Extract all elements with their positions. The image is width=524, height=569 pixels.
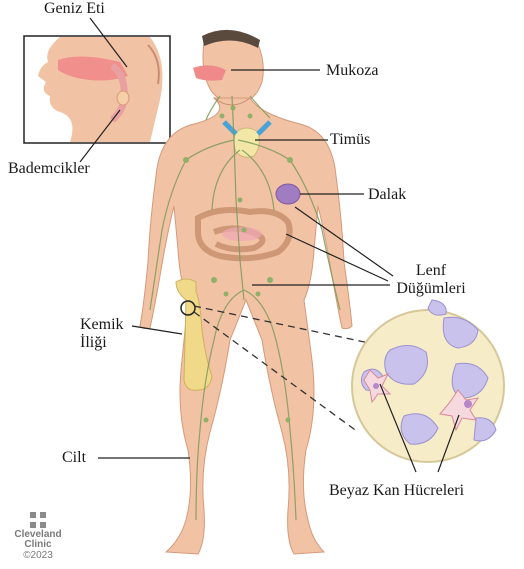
spleen bbox=[276, 184, 300, 204]
body-torso bbox=[140, 98, 352, 554]
label-skin: Cilt bbox=[62, 449, 86, 467]
cleveland-clinic-icon bbox=[30, 512, 46, 528]
head-inset bbox=[24, 36, 170, 143]
logo-copyright: ©2023 bbox=[10, 550, 66, 562]
label-tonsils: Bademcikler bbox=[8, 160, 90, 178]
label-lymph-nodes: Lenf Düğümleri bbox=[376, 262, 486, 298]
label-spleen: Dalak bbox=[368, 186, 406, 204]
cleveland-clinic-logo: Cleveland Clinic ©2023 bbox=[10, 512, 66, 562]
label-thymus: Timüs bbox=[330, 131, 370, 149]
label-bone-marrow: Kemik İliği bbox=[80, 316, 124, 352]
label-white-blood-cells: Beyaz Kan Hücreleri bbox=[329, 482, 464, 500]
label-adenoids: Geniz Eti bbox=[44, 0, 105, 18]
label-bone-marrow-line1: Kemik bbox=[80, 316, 124, 334]
label-lymph-nodes-line2: Düğümleri bbox=[376, 280, 486, 298]
label-lymph-nodes-line1: Lenf bbox=[376, 262, 486, 280]
inset-tonsil bbox=[117, 91, 129, 105]
label-bone-marrow-line2: İliği bbox=[80, 334, 124, 352]
human-body bbox=[140, 30, 352, 554]
logo-name-line2: Clinic bbox=[10, 540, 66, 550]
label-mucosa: Mukoza bbox=[326, 62, 378, 80]
